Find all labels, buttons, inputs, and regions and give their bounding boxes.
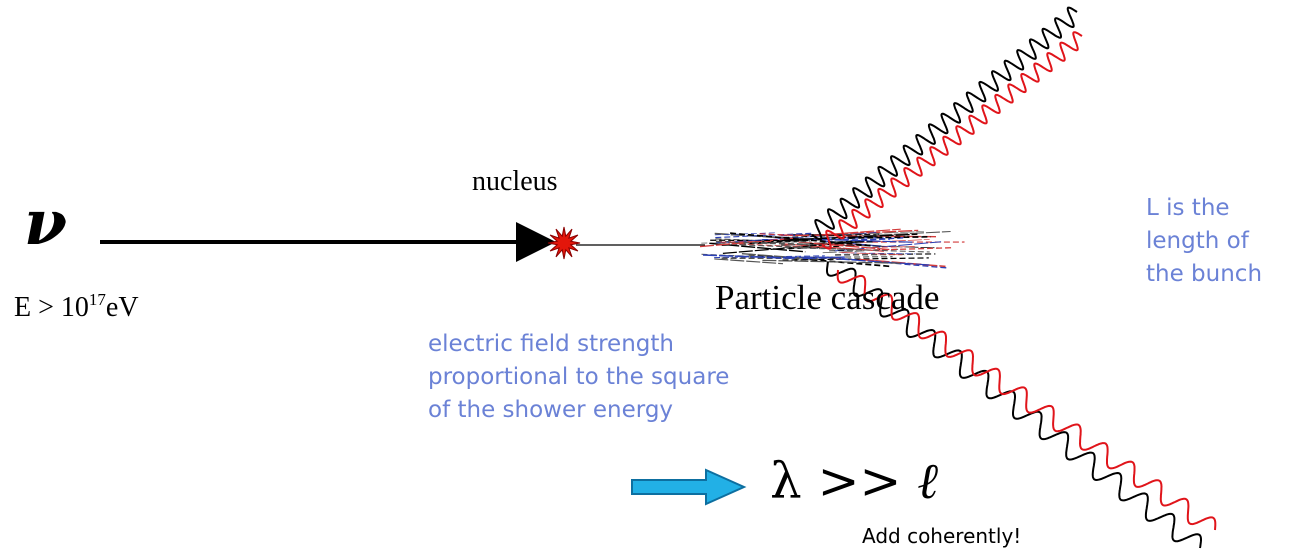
cascade-track <box>802 256 845 260</box>
wave-lower-black <box>826 261 1202 549</box>
energy-unit: eV <box>105 292 139 323</box>
cascade-track <box>759 233 807 237</box>
field-note-line: of the shower energy <box>428 397 674 423</box>
cascade-track <box>782 257 929 261</box>
cascade-track <box>798 241 857 246</box>
length-note-line: L is the <box>1146 195 1230 221</box>
cascade-track <box>714 232 778 236</box>
energy-prefix: E > 10 <box>14 292 89 323</box>
cascade-track <box>849 235 931 239</box>
energy-exponent: 17 <box>88 290 106 309</box>
particle-cascade-label: Particle cascade <box>715 278 940 317</box>
cascade-track <box>730 232 872 247</box>
cascade-track <box>715 238 772 242</box>
neutrino-symbol: ν <box>24 186 68 259</box>
cascade-track <box>715 240 808 246</box>
length-note-line: length of <box>1146 228 1249 254</box>
cascade-track <box>722 243 862 251</box>
cascade-track <box>782 246 930 253</box>
cascade-track <box>812 228 901 236</box>
cascade-track <box>861 230 951 237</box>
cascade-track <box>715 232 814 239</box>
energy-threshold: E > 1017eV <box>14 290 139 324</box>
cascade-track <box>813 242 890 251</box>
bunch-length-note: L is the length of the bunch <box>1146 192 1262 291</box>
cascade-track <box>748 253 892 268</box>
wave-upper-black <box>811 6 1078 241</box>
ell-symbol: ℓ <box>917 452 939 510</box>
lambda-symbol: λ <box>770 452 802 510</box>
nucleus-label: nucleus <box>472 166 558 197</box>
relation-operator: >> <box>801 452 918 510</box>
cascade-track <box>872 246 917 248</box>
particle-cascade-tracks <box>699 228 965 269</box>
cascade-track <box>714 258 784 265</box>
cascade-track <box>762 259 901 264</box>
wave-lower-red <box>836 269 1217 531</box>
wave-upper-red <box>821 31 1083 250</box>
field-note-line: electric field strength <box>428 331 674 357</box>
wavelength-relation: λ >> ℓ <box>770 452 938 510</box>
cascade-track <box>842 252 916 255</box>
cascade-track <box>702 254 795 260</box>
cascade-track <box>710 239 810 242</box>
add-coherently-note: Add coherently! <box>862 524 1022 548</box>
length-note-line: the bunch <box>1146 261 1263 287</box>
cyan-arrow-icon <box>631 468 747 506</box>
nucleus-starburst-icon <box>547 226 581 260</box>
cascade-track <box>783 233 918 241</box>
cascade-track <box>836 231 925 236</box>
cascade-track <box>783 233 882 238</box>
field-note-line: proportional to the square <box>428 364 730 390</box>
cascade-track <box>840 252 905 256</box>
cascade-track <box>822 250 865 254</box>
field-strength-note: electric field strength proportional to … <box>428 328 729 427</box>
